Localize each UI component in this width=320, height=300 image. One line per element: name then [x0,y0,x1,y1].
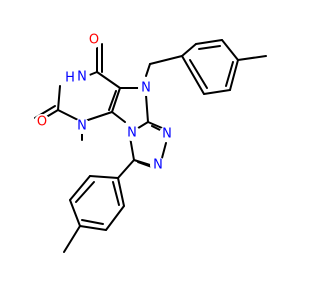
chemical-structure-diagram: O O H N N N N N N [34,32,267,253]
label-background [86,32,102,48]
bond [221,39,239,61]
bond [195,39,223,45]
bond [181,55,205,95]
benzyl-nitrogen-label: N [141,81,151,96]
bond [108,90,117,111]
label-background [159,126,175,142]
bond [149,55,183,65]
label-background [138,80,154,96]
bond [137,161,153,168]
bond [147,121,163,129]
bond [203,89,231,95]
bond [117,177,125,207]
atom-labels: O O H N N N N N N [34,32,175,173]
bond [81,219,104,225]
bond [111,111,126,123]
label-background [150,157,166,173]
bond [237,55,267,61]
bond [181,43,197,57]
label-background [34,114,50,130]
bond [69,175,91,201]
bond [189,59,208,89]
label-background [124,125,140,141]
bond [111,87,121,113]
bond [117,159,135,179]
bond [198,45,221,50]
bond [79,225,107,231]
oxygen-top-label: O [89,33,99,48]
bond [229,59,239,91]
bond [75,181,95,203]
methyl-nitrogen-label: N [77,119,87,134]
bond [145,94,149,123]
bond [57,85,61,111]
bond [161,142,167,159]
label-background [74,69,90,85]
bond [112,181,120,206]
bond [96,71,121,89]
label-background [74,118,90,134]
hydrogen-label: H [65,71,75,86]
bridge-nitrogen-label: N [127,126,137,141]
bond [69,199,81,227]
triazole-nitrogen-1-label: N [162,127,172,142]
nh-nitrogen-label: N [77,70,87,85]
bond [105,205,125,231]
label-background [62,70,78,86]
triazole-nitrogen-2-label: N [153,158,163,173]
oxygen-left-label: O [37,115,47,130]
bond [89,175,119,179]
bond [145,63,151,77]
bond [63,225,81,253]
bond [225,61,234,87]
